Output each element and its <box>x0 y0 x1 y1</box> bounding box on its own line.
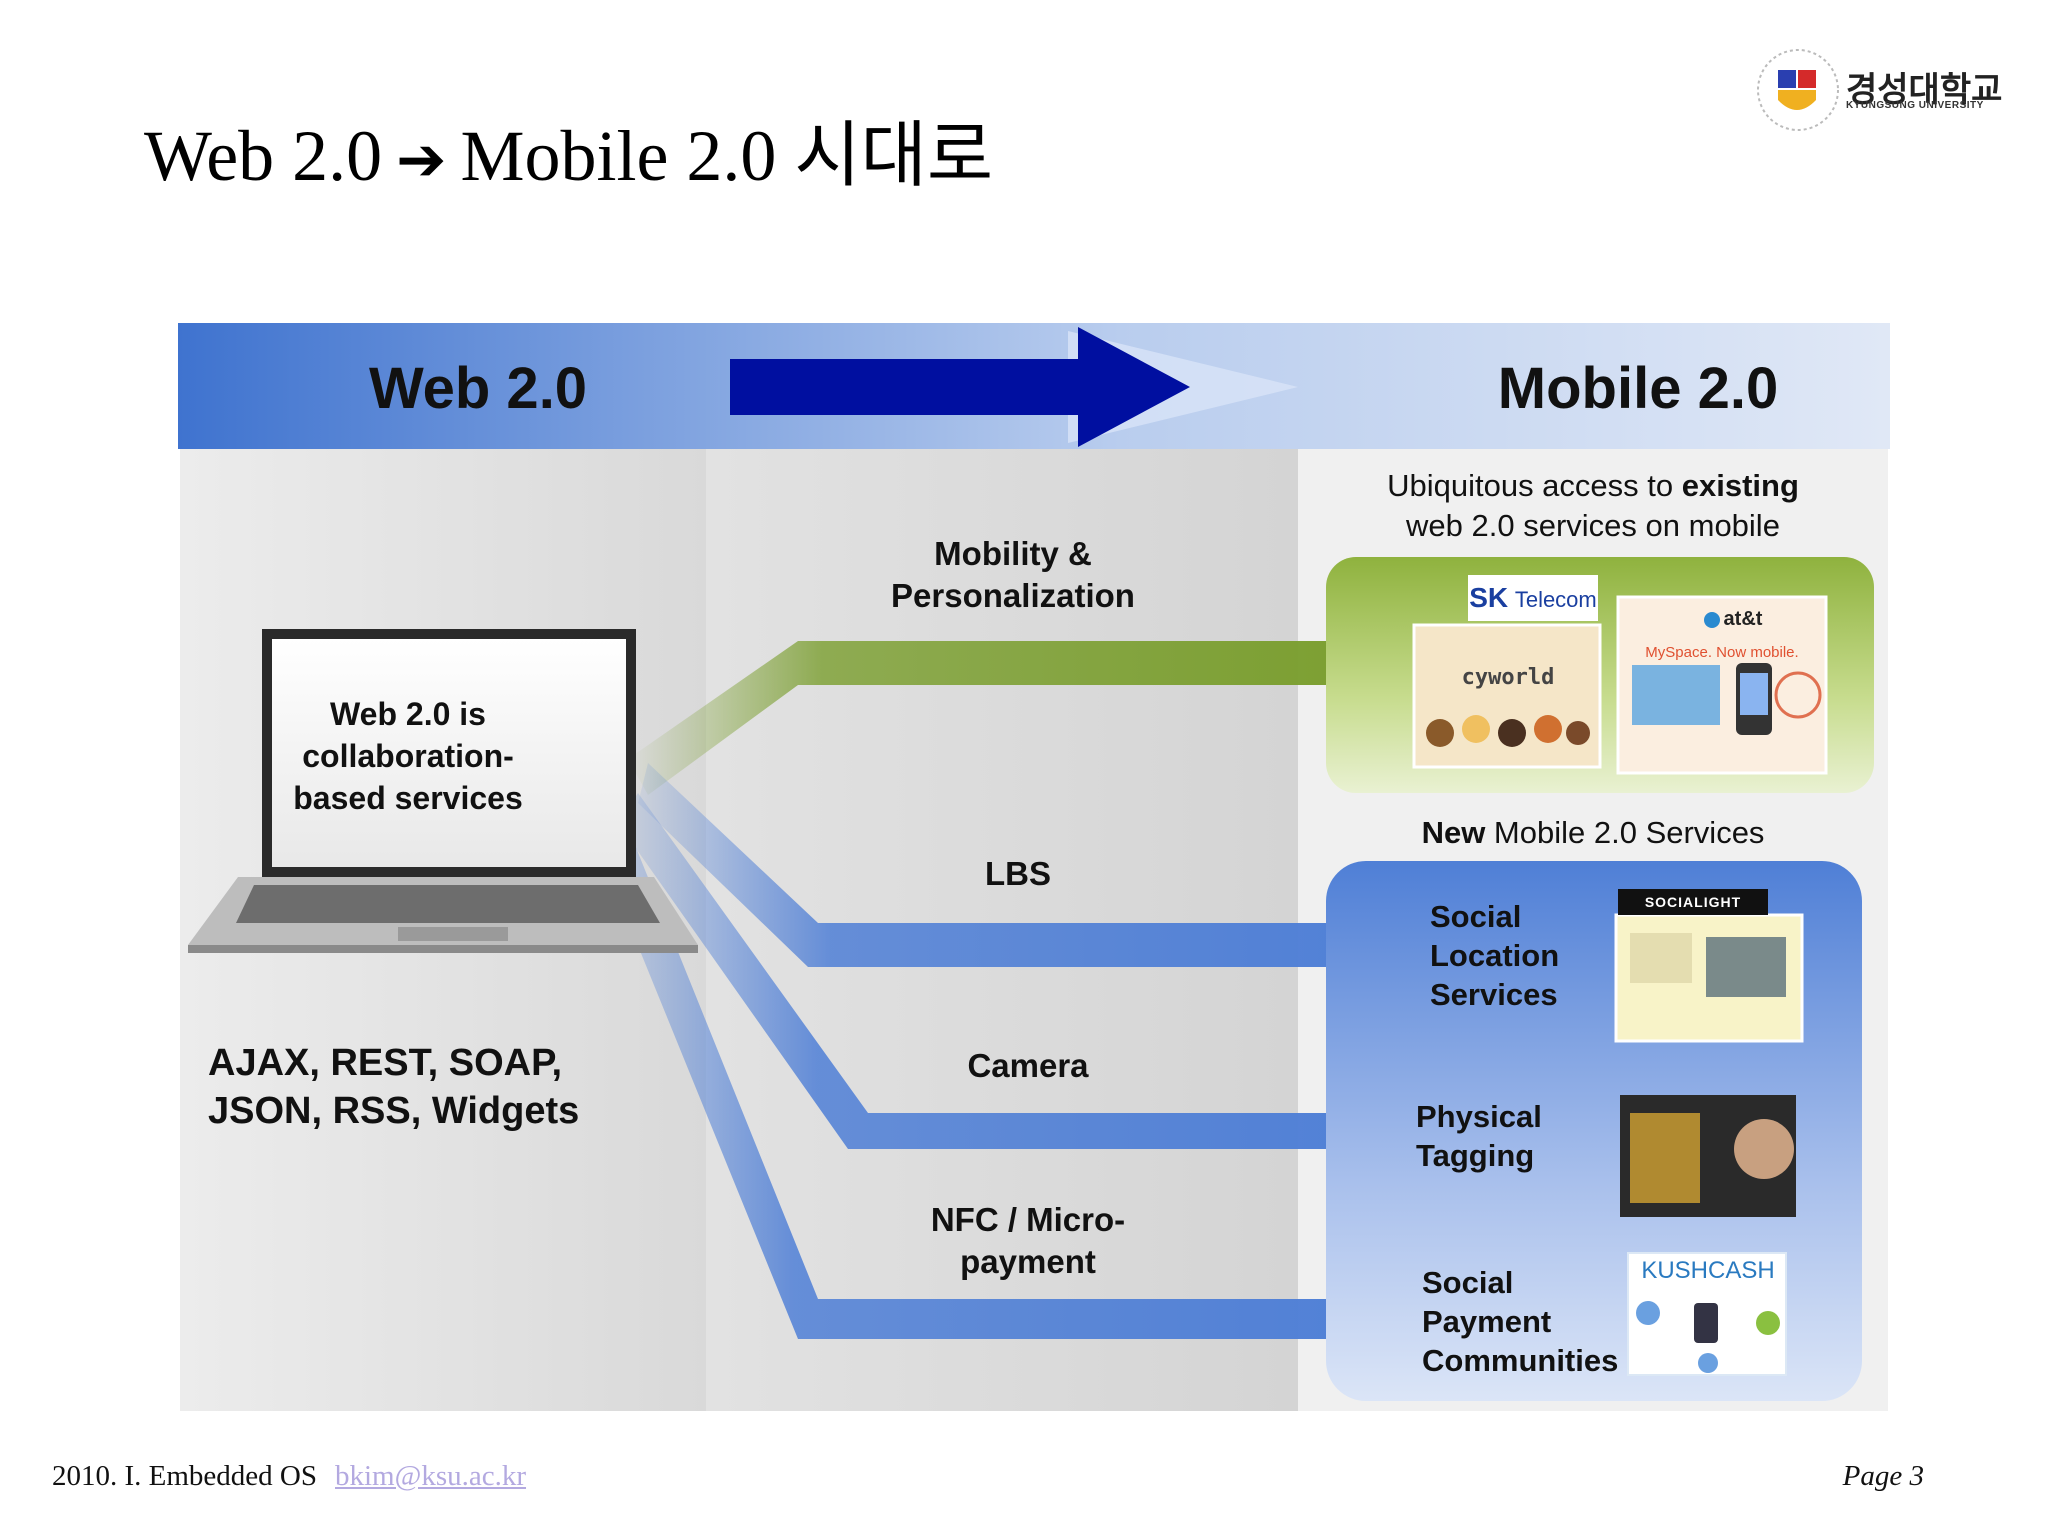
sk-telecom-logo: SK Telecom <box>1468 575 1598 621</box>
university-logo: 경성대학교 KYUNGSUNG UNIVERSITY <box>1754 40 2004 150</box>
flow-label-mobility: Mobility & Personalization <box>891 535 1135 614</box>
att-globe-icon <box>1703 611 1720 628</box>
footer-course: 2010. I. Embedded OS bkim@ksu.ac.kr <box>52 1460 526 1493</box>
ubiquitous-prefix: Ubiquitous access to <box>1387 468 1682 503</box>
web-to-mobile-diagram: Web 2.0 Mobile 2.0 Web 2.0 is collaborat… <box>178 323 1890 1413</box>
att-logo: at&t <box>1688 603 1778 635</box>
ubiquitous-access-line2: web 2.0 services on mobile <box>1406 508 1780 543</box>
myspace-mobile-text: MySpace. Now mobile. <box>1645 644 1799 661</box>
laptop-screen-text: Web 2.0 is collaboration-based services <box>293 696 523 816</box>
new-mobile-services-heading: New Mobile 2.0 Services <box>1343 815 1843 851</box>
socialight-logo: SOCIALIGHT <box>1618 889 1768 915</box>
page-number: Page 3 <box>1842 1460 1924 1492</box>
title-arrow-icon: ➔ <box>396 125 447 195</box>
university-seal-icon <box>1757 49 1839 131</box>
title-mobile20: Mobile 2.0 시대로 <box>460 116 994 196</box>
ubiquitous-existing: existing <box>1681 468 1799 503</box>
service-social-payment: Social Payment Communities <box>1422 1265 1619 1378</box>
banner-web20-label: Web 2.0 <box>368 356 588 421</box>
new-services-rest: Mobile 2.0 Services <box>1485 815 1765 850</box>
flow-label-lbs: LBS <box>985 855 1051 892</box>
flow-label-camera: Camera <box>967 1047 1089 1084</box>
banner-mobile20-label: Mobile 2.0 <box>1497 356 1779 421</box>
slide-title: Web 2.0➔Mobile 2.0 시대로 <box>144 120 993 192</box>
web20-technologies: AJAX, REST, SOAP, JSON, RSS, Widgets <box>208 1042 580 1132</box>
service-physical-tagging: Physical Tagging <box>1416 1099 1542 1173</box>
logo-english-name: KYUNGSUNG UNIVERSITY <box>1846 100 1984 111</box>
title-web20: Web 2.0 <box>144 116 383 196</box>
ubiquitous-access-line1: Ubiquitous access to existing <box>1343 468 1843 504</box>
footer-course-text: 2010. I. Embedded OS <box>52 1460 317 1492</box>
service-social-location: Social Location Services <box>1430 899 1560 1012</box>
flow-label-nfc: NFC / Micro-payment <box>930 1201 1126 1280</box>
footer-email-link[interactable]: bkim@ksu.ac.kr <box>335 1460 527 1492</box>
logo-korean-name: 경성대학교 <box>1846 70 2003 110</box>
kushcash-logo: KUSHCASH <box>1641 1257 1775 1284</box>
cyworld-logo: cyworld <box>1461 665 1555 690</box>
new-services-new: New <box>1421 815 1486 850</box>
